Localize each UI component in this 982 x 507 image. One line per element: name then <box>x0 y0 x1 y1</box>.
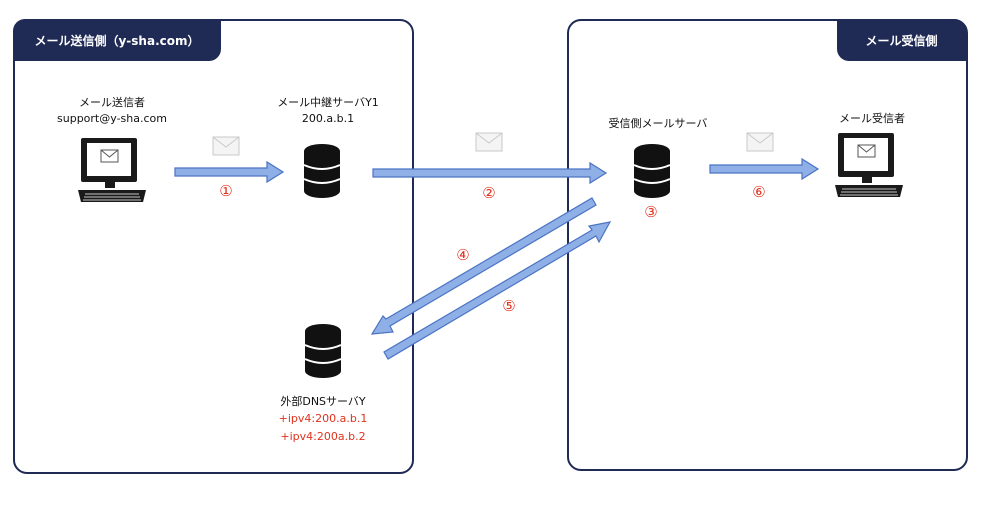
arrow-step-2 <box>372 161 608 185</box>
server-icon <box>303 323 343 383</box>
arrow-step-5 <box>383 221 612 360</box>
server-icon <box>302 143 342 203</box>
arrow-step-1 <box>174 160 285 184</box>
receiving-server-name: 受信側メールサーバ <box>608 117 708 130</box>
sender-area-title: メール送信側（y-sha.com） <box>13 19 221 61</box>
dns-server-name: 外部DNSサーバY <box>280 395 366 408</box>
step-3-label: ③ <box>644 203 658 221</box>
arrow-step-4 <box>370 197 597 335</box>
envelope-icon <box>746 132 774 152</box>
relay-server-name: メール中継サーバY1 <box>277 96 379 109</box>
step-6-label: ⑥ <box>752 183 766 201</box>
sender-address: support@y-sha.com <box>57 112 167 125</box>
sender-name: メール送信者 <box>79 96 145 109</box>
arrow-step-6 <box>709 157 820 181</box>
step-1-label: ① <box>219 182 233 200</box>
relay-server-ip: 200.a.b.1 <box>301 112 355 125</box>
receiver-area-title: メール受信側 <box>837 19 966 61</box>
dns-record: +ipv4:200.a.b.1 <box>278 412 368 425</box>
sender-area-frame <box>13 19 414 474</box>
receiver-area-frame <box>567 19 968 471</box>
step-2-label: ② <box>482 184 496 202</box>
envelope-icon <box>212 136 240 156</box>
step-5-label: ⑤ <box>502 297 516 315</box>
computer-icon <box>75 136 149 210</box>
envelope-icon <box>475 132 503 152</box>
server-icon <box>632 143 672 203</box>
recipient-name: メール受信者 <box>839 112 905 125</box>
computer-icon <box>832 131 906 205</box>
dns-record: +ipv4:200a.b.2 <box>280 430 366 443</box>
step-4-label: ④ <box>456 246 470 264</box>
